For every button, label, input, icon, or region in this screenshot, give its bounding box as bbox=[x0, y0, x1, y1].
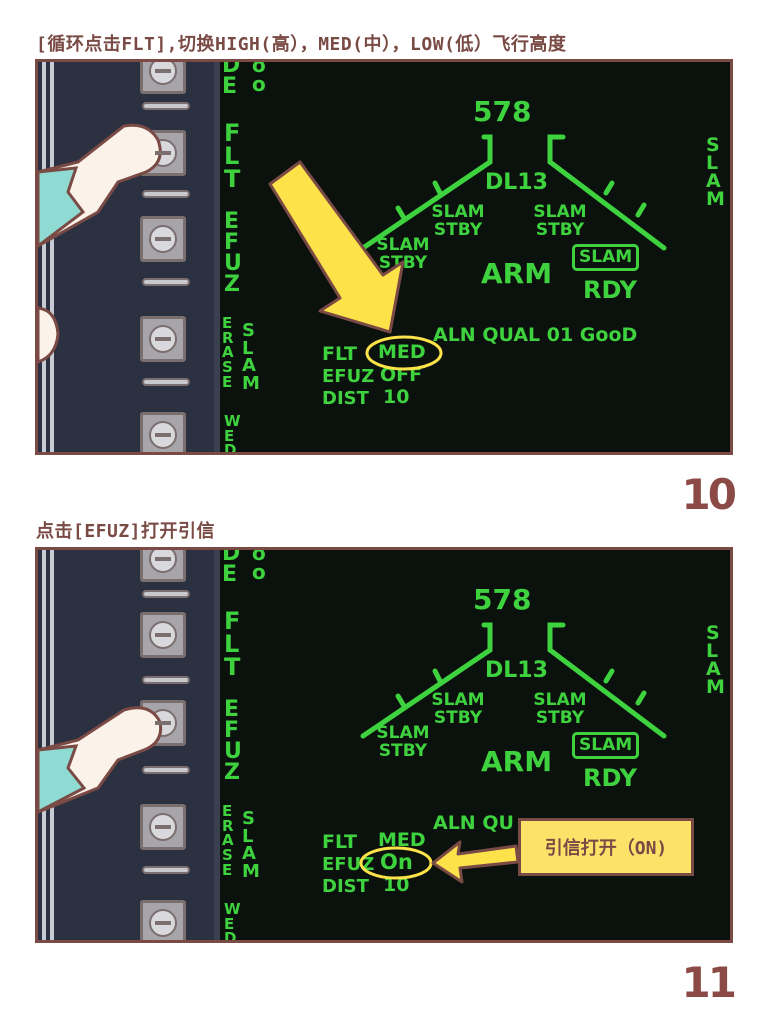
label-efuz: EFUZ bbox=[224, 209, 242, 297]
panel10-caption: [循环点击FLT],切换HIGH(高），MED(中），LOW(低）飞行高度 bbox=[36, 34, 567, 55]
osb-divider bbox=[142, 590, 190, 598]
datalink-label: DL13 bbox=[485, 658, 548, 683]
rdy-status: RDY bbox=[583, 764, 638, 792]
right-vertical-slam: SLAM bbox=[706, 134, 725, 211]
osb-button-1[interactable] bbox=[140, 62, 186, 94]
flt-value: MED bbox=[378, 829, 426, 851]
heading-value: 578 bbox=[473, 95, 532, 128]
panel-number-10: 10 bbox=[681, 470, 737, 519]
label-oo: oo bbox=[252, 59, 266, 96]
efuz-value: OFF bbox=[380, 364, 423, 386]
osb-divider bbox=[142, 190, 190, 198]
mfd-panel-11: DE oo FLT EFUZ ERASE SLAM WED 578 DL13 S… bbox=[35, 547, 733, 943]
rdy-status: RDY bbox=[583, 276, 638, 304]
aln-qual-line: ALN QUAL 01 GooD bbox=[433, 324, 638, 346]
pointing-hand-icon bbox=[38, 706, 163, 814]
label-de: DE bbox=[222, 59, 241, 99]
osb-button-wed[interactable] bbox=[140, 900, 186, 940]
label-slam-vert: SLAM bbox=[242, 320, 260, 394]
arm-status: ARM bbox=[481, 257, 553, 290]
label-de: DE bbox=[222, 547, 241, 587]
label-wed: WED bbox=[224, 412, 241, 455]
panel11-caption: 点击[EFUZ]打开引信 bbox=[36, 521, 216, 542]
slam-selected-box: SLAM bbox=[572, 244, 640, 271]
osb-button-1[interactable] bbox=[140, 550, 186, 582]
panel-number-11: 11 bbox=[681, 958, 737, 1007]
highlight-overlay bbox=[359, 840, 520, 884]
label-wed: WED bbox=[224, 900, 241, 943]
pointing-hand-icon bbox=[38, 123, 162, 364]
flt-value: MED bbox=[378, 341, 426, 363]
aln-qual-line: ALN QU bbox=[433, 812, 514, 834]
label-flt: FLT bbox=[224, 607, 241, 681]
osb-button-erase[interactable] bbox=[140, 804, 186, 850]
osb-button-wed[interactable] bbox=[140, 412, 186, 452]
dist-label: DIST bbox=[322, 388, 369, 409]
slam-stby-outer-left: SLAM STBY bbox=[376, 723, 430, 761]
fuse-on-callout: 引信打开（ON) bbox=[518, 818, 694, 876]
mfd-wing-lines bbox=[360, 134, 667, 251]
label-oo: oo bbox=[252, 547, 266, 584]
efuz-label: EFUZ bbox=[322, 366, 375, 387]
slam-stby-inner-right: SLAM STBY bbox=[533, 202, 587, 240]
arrow-icon bbox=[431, 840, 520, 884]
osb-button-erase[interactable] bbox=[140, 316, 186, 362]
slam-stby-inner-right: SLAM STBY bbox=[533, 690, 587, 728]
heading-value: 578 bbox=[473, 583, 532, 616]
label-efuz: EFUZ bbox=[224, 697, 242, 785]
label-erase: ERASE bbox=[222, 802, 234, 879]
mfd-panel-10: DE oo FLT EFUZ ERASE SLAM WED 578 DL13 S… bbox=[35, 59, 733, 455]
dist-value: 10 bbox=[383, 386, 410, 408]
osb-divider bbox=[142, 278, 190, 286]
arrow-icon bbox=[268, 160, 405, 334]
arm-status: ARM bbox=[481, 745, 553, 778]
efuz-value: On bbox=[380, 850, 413, 874]
osb-divider bbox=[142, 866, 190, 874]
osb-divider bbox=[142, 766, 190, 774]
mfd-wing-lines bbox=[360, 622, 667, 739]
osb-divider bbox=[142, 676, 190, 684]
osb-divider bbox=[142, 102, 190, 110]
flt-label: FLT bbox=[322, 343, 357, 365]
dist-value: 10 bbox=[383, 874, 410, 896]
dist-label: DIST bbox=[322, 876, 369, 897]
label-erase: ERASE bbox=[222, 314, 234, 391]
right-vertical-slam: SLAM bbox=[706, 622, 725, 699]
osb-button-efuz[interactable] bbox=[140, 216, 186, 262]
slam-selected-box: SLAM bbox=[572, 732, 640, 759]
osb-button-flt[interactable] bbox=[140, 612, 186, 658]
label-flt: FLT bbox=[224, 119, 241, 193]
highlight-overlay bbox=[268, 160, 443, 371]
label-slam-vert: SLAM bbox=[242, 808, 260, 882]
datalink-label: DL13 bbox=[485, 170, 548, 195]
slam-stby-inner-left: SLAM STBY bbox=[431, 202, 485, 240]
slam-stby-inner-left: SLAM STBY bbox=[431, 690, 485, 728]
osb-divider bbox=[142, 378, 190, 386]
flt-label: FLT bbox=[322, 831, 357, 853]
